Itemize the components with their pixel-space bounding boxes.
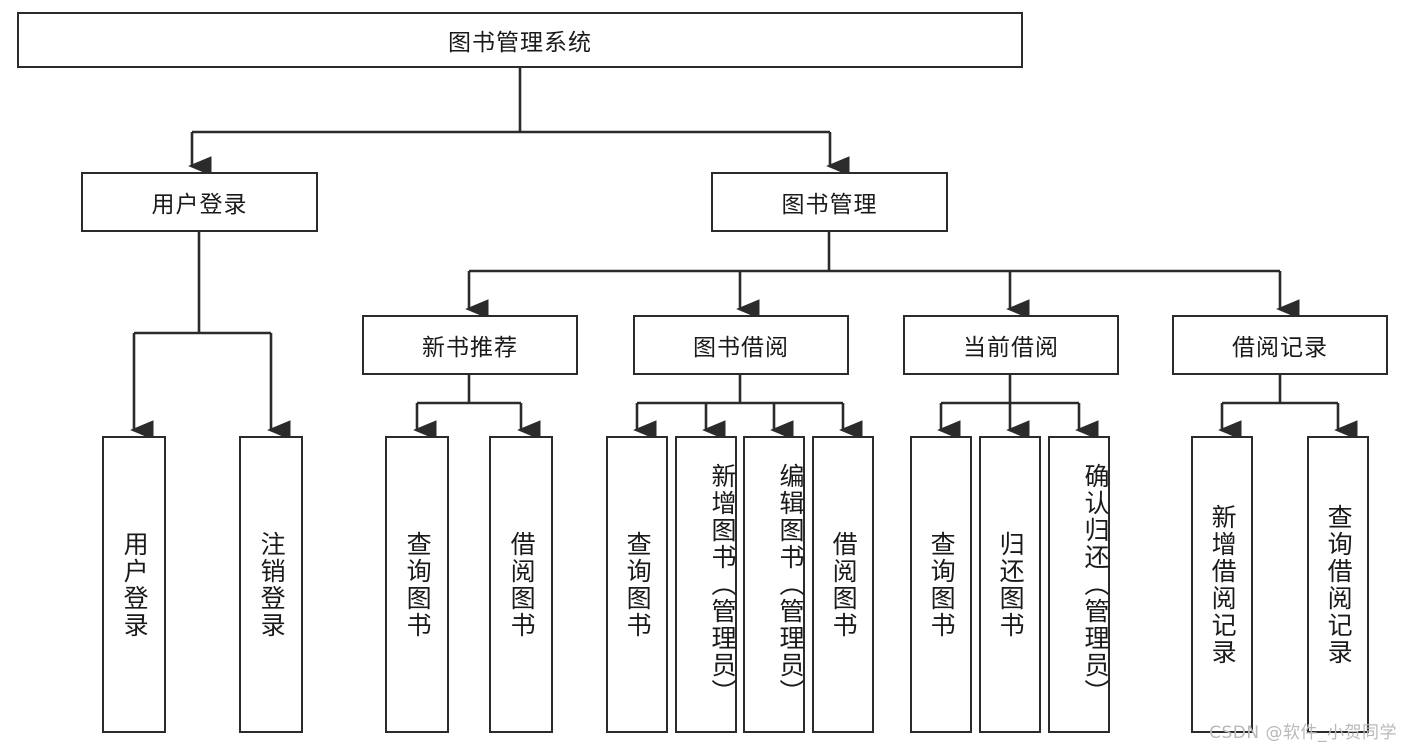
node-leaf-current-return-book[interactable]: 归还图书: [979, 436, 1041, 733]
node-leaf-current-query-book[interactable]: 查询图书: [910, 436, 972, 733]
node-leaf-borrow-edit-book-label: 编辑图书（管理员）: [776, 463, 805, 706]
node-root-label: 图书管理系统: [448, 30, 592, 56]
node-leaf-user-login-label: 用户登录: [120, 530, 150, 639]
node-leaf-record-add-label: 新增借阅记录: [1208, 503, 1238, 666]
node-user-login-label: 用户登录: [151, 192, 248, 218]
node-new-book-recommend[interactable]: 新书推荐: [362, 315, 578, 375]
node-borrow-record[interactable]: 借阅记录: [1172, 315, 1388, 375]
node-leaf-user-logout-label: 注销登录: [257, 530, 287, 639]
node-leaf-record-query[interactable]: 查询借阅记录: [1307, 436, 1369, 733]
node-leaf-recommend-query-book[interactable]: 查询图书: [385, 436, 449, 733]
node-leaf-borrow-edit-book[interactable]: 编辑图书（管理员）: [743, 436, 805, 733]
node-book-manage[interactable]: 图书管理: [711, 172, 948, 232]
node-new-book-recommend-label: 新书推荐: [422, 335, 518, 361]
node-leaf-current-confirm-return[interactable]: 确认归还（管理员）: [1048, 436, 1110, 733]
node-leaf-record-query-label: 查询借阅记录: [1324, 503, 1354, 666]
node-leaf-borrow-borrow-book-label: 借阅图书: [829, 530, 859, 639]
node-leaf-borrow-borrow-book[interactable]: 借阅图书: [812, 436, 874, 733]
node-leaf-current-return-book-label: 归还图书: [996, 530, 1026, 639]
node-leaf-current-confirm-return-label: 确认归还（管理员）: [1081, 463, 1110, 706]
node-book-manage-label: 图书管理: [781, 192, 878, 218]
node-leaf-user-login[interactable]: 用户登录: [102, 436, 166, 733]
node-leaf-borrow-query-book[interactable]: 查询图书: [606, 436, 668, 733]
node-leaf-recommend-query-book-label: 查询图书: [403, 530, 433, 639]
node-book-borrow[interactable]: 图书借阅: [633, 315, 849, 375]
node-leaf-recommend-borrow-book-label: 借阅图书: [507, 530, 537, 639]
node-borrow-record-label: 借阅记录: [1232, 335, 1328, 361]
node-current-borrow[interactable]: 当前借阅: [903, 315, 1119, 375]
node-leaf-borrow-add-book[interactable]: 新增图书（管理员）: [675, 436, 737, 733]
watermark-text: CSDN @软件_小贺同学: [1209, 723, 1397, 743]
node-leaf-recommend-borrow-book[interactable]: 借阅图书: [489, 436, 553, 733]
node-user-login[interactable]: 用户登录: [81, 172, 318, 232]
node-current-borrow-label: 当前借阅: [963, 335, 1059, 361]
node-leaf-borrow-add-book-label: 新增图书（管理员）: [708, 463, 737, 706]
node-leaf-record-add[interactable]: 新增借阅记录: [1191, 436, 1253, 733]
node-book-borrow-label: 图书借阅: [693, 335, 789, 361]
node-root[interactable]: 图书管理系统: [17, 12, 1023, 68]
node-leaf-borrow-query-book-label: 查询图书: [623, 530, 653, 639]
node-leaf-user-logout[interactable]: 注销登录: [239, 436, 303, 733]
node-leaf-current-query-book-label: 查询图书: [927, 530, 957, 639]
